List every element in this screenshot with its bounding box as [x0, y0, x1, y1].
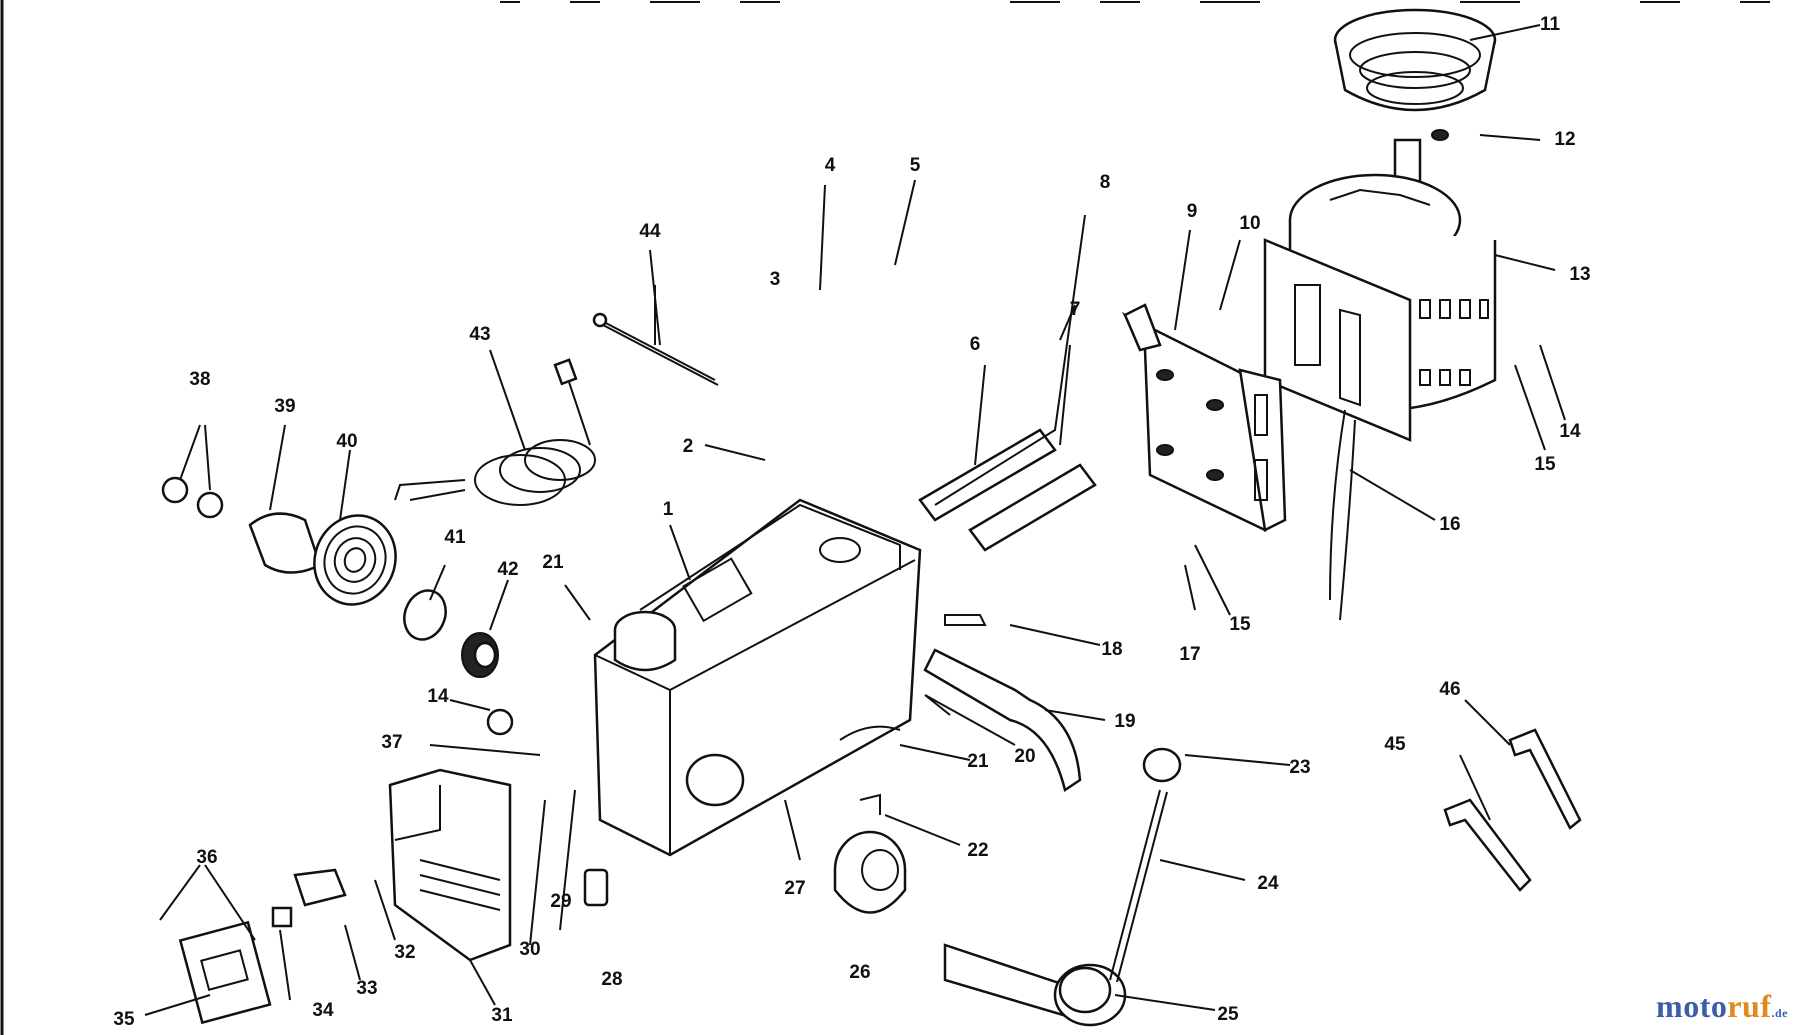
callout-40: 40: [336, 431, 358, 452]
callout-37: 37: [381, 732, 403, 753]
callout-26: 26: [849, 962, 871, 983]
callout-41: 41: [444, 527, 466, 548]
callout-19: 19: [1114, 711, 1136, 732]
leader-lines: [144, 24, 1566, 1016]
head-casting-icon: [593, 498, 922, 857]
callout-1: 1: [662, 499, 674, 520]
hex-key-icon: [1443, 728, 1582, 892]
callout-10: 10: [1239, 213, 1261, 234]
callout-2: 2: [682, 436, 694, 457]
callout-6: 6: [969, 334, 981, 355]
callout-13: 13: [1569, 264, 1591, 285]
callout-43: 43: [469, 324, 491, 345]
callout-22: 22: [967, 840, 989, 861]
callout-11: 11: [1539, 14, 1561, 35]
callout-8: 8: [1099, 172, 1111, 193]
shaft-icon: [592, 312, 1097, 552]
callout-35: 35: [113, 1009, 135, 1030]
callout-27: 27: [784, 878, 806, 899]
callout-29: 29: [550, 891, 572, 912]
callout-12: 12: [1554, 129, 1576, 150]
callout-21: 21: [542, 552, 564, 573]
callout-28: 28: [601, 969, 623, 990]
callout-24: 24: [1257, 873, 1279, 894]
callout-16: 16: [1439, 514, 1461, 535]
spindle-icon: [943, 747, 1182, 1027]
switch-icon: [178, 768, 609, 1025]
callout-21b: 21: [967, 751, 989, 772]
callout-17: 17: [1179, 644, 1201, 665]
callout-38: 38: [189, 369, 211, 390]
callout-18: 18: [1101, 639, 1123, 660]
callout-31: 31: [491, 1005, 513, 1026]
callout-5: 5: [909, 155, 921, 176]
callout-9: 9: [1186, 201, 1198, 222]
callout-7: 7: [1069, 299, 1081, 320]
callout-15: 15: [1534, 454, 1556, 475]
bracket-icon: [1121, 303, 1287, 532]
callout-14: 14: [1559, 421, 1581, 442]
callout-44: 44: [639, 221, 661, 242]
callout-33: 33: [356, 978, 378, 999]
callout-20: 20: [1014, 746, 1036, 767]
pulley-icon: [1333, 8, 1497, 192]
handle-icon: [923, 614, 1082, 793]
callout-32: 32: [394, 942, 416, 963]
knob-icon: [161, 476, 514, 736]
collar-icon: [833, 793, 907, 914]
callout-45: 45: [1384, 734, 1406, 755]
callout-23: 23: [1289, 757, 1311, 778]
callout-25: 25: [1217, 1004, 1239, 1025]
motoruf-watermark[interactable]: motoruf.de: [1656, 988, 1788, 1024]
callout-46: 46: [1439, 679, 1461, 700]
callout-14b: 14: [427, 686, 449, 707]
motor-icon: [1263, 173, 1497, 621]
callout-15b: 15: [1229, 614, 1251, 635]
callout-3: 3: [769, 269, 781, 290]
callout-42: 42: [497, 559, 519, 580]
cord-icon: [394, 358, 596, 506]
callout-39: 39: [274, 396, 296, 417]
callout-4: 4: [824, 155, 836, 176]
callout-30: 30: [519, 939, 541, 960]
callout-34: 34: [312, 1000, 334, 1021]
callout-36: 36: [196, 847, 218, 868]
